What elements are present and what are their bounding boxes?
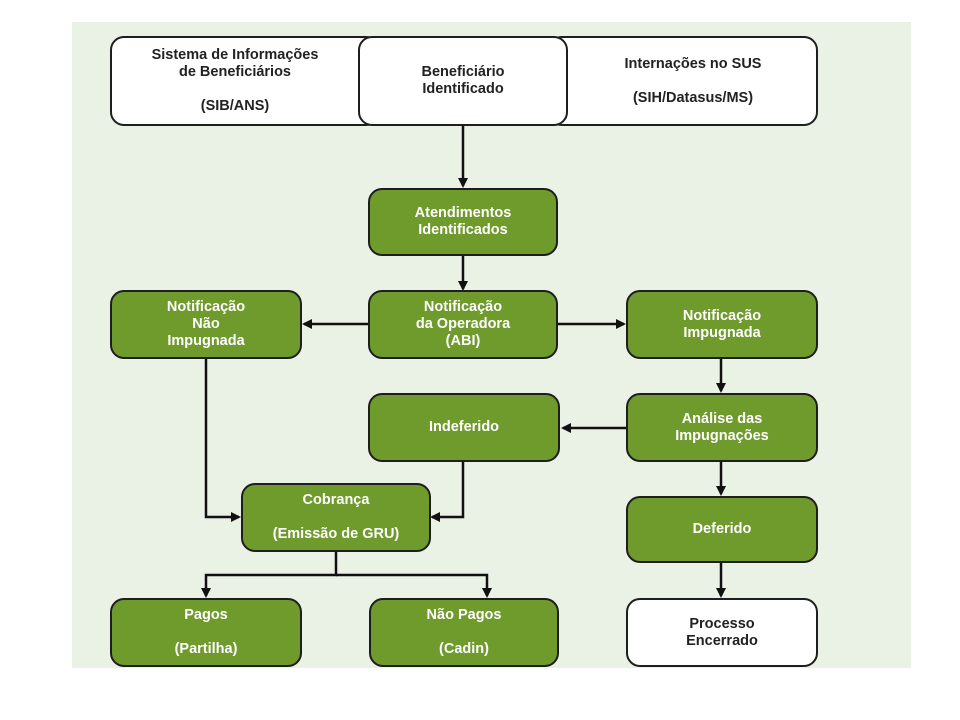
node-sib-line2: de Beneficiários — [178, 64, 291, 80]
node-nao-impugnada-line1: Notificação — [166, 299, 246, 315]
node-encerrado-line1: Processo — [689, 615, 755, 632]
node-beneficiario-line2: Identificado — [422, 81, 504, 97]
node-impugnada-line1: Notificação — [682, 307, 762, 324]
node-deferido: Deferido — [626, 496, 818, 563]
arrow-nao-impugnada-to-cobranca — [204, 359, 241, 522]
node-encerrado-line2: Encerrado — [686, 632, 758, 649]
node-atendimentos-line2: Identificados — [418, 222, 508, 238]
node-beneficiario-line1: Beneficiário — [421, 64, 505, 80]
node-nao-impugnada-line3: Impugnada — [167, 333, 245, 349]
node-cobranca-line2: (Emissão de GRU) — [272, 526, 400, 542]
node-notificacao-operadora-line3: (ABI) — [445, 333, 481, 349]
node-sib-line3: (SIB/ANS) — [200, 98, 270, 114]
node-indeferido: Indeferido — [368, 393, 560, 462]
node-sib: Sistema de Informações de Beneficiários … — [110, 36, 380, 126]
node-nao-pagos: Não Pagos (Cadin) — [369, 598, 559, 667]
node-beneficiario: Beneficiário Identificado — [358, 36, 568, 126]
node-atendimentos-line1: Atendimentos — [414, 205, 512, 221]
node-sih-line2: (SIH/Datasus/MS) — [632, 89, 754, 106]
node-indeferido-line1: Indeferido — [428, 419, 500, 435]
node-nao-pagos-line2: (Cadin) — [439, 641, 489, 657]
node-sih: Internações no SUS (SIH/Datasus/MS) — [548, 36, 818, 126]
node-analise-line2: Impugnações — [675, 427, 769, 444]
node-deferido-line1: Deferido — [692, 521, 752, 537]
node-pagos-line2: (Partilha) — [174, 641, 238, 657]
node-sib-line1: Sistema de Informações — [151, 47, 319, 63]
node-analise: Análise das Impugnações — [626, 393, 818, 462]
node-impugnada: Notificação Impugnada — [626, 290, 818, 359]
node-notificacao-operadora: Notificação da Operadora (ABI) — [368, 290, 558, 359]
node-atendimentos: Atendimentos Identificados — [368, 188, 558, 256]
arrow-cobranca-to-pagos — [201, 552, 338, 598]
node-encerrado: Processo Encerrado — [626, 598, 818, 667]
arrow-cobranca-to-nao-pagos — [336, 573, 492, 598]
node-notificacao-operadora-line2: da Operadora — [415, 316, 511, 332]
arrow-indeferido-to-cobranca — [430, 462, 465, 522]
node-cobranca-line1: Cobrança — [302, 492, 370, 508]
node-nao-impugnada: Notificação Não Impugnada — [110, 290, 302, 359]
node-analise-line1: Análise das — [681, 410, 763, 427]
node-sih-line1: Internações no SUS — [624, 55, 762, 72]
node-notificacao-operadora-line1: Notificação — [423, 299, 503, 315]
node-impugnada-line2: Impugnada — [683, 324, 761, 341]
node-nao-pagos-line1: Não Pagos — [426, 607, 502, 623]
node-pagos: Pagos (Partilha) — [110, 598, 302, 667]
node-cobranca: Cobrança (Emissão de GRU) — [241, 483, 431, 552]
node-nao-impugnada-line2: Não — [192, 316, 220, 332]
node-pagos-line1: Pagos — [184, 607, 228, 623]
